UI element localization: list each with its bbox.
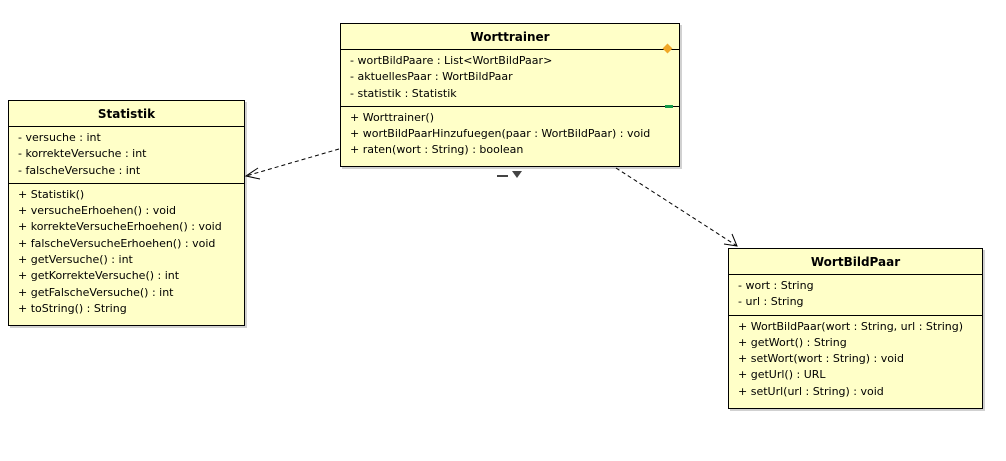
class-name: Worttrainer [341, 24, 679, 50]
operation: + setUrl(url : String) : void [738, 384, 884, 398]
operation: + getVersuche() : int [18, 253, 133, 267]
dependency-worttrainer-wortbildpaar[interactable] [615, 167, 738, 247]
attribute: - wort : String [738, 279, 814, 292]
attribute: - korrekteVersuche : int [18, 147, 147, 161]
attribute: - versuche : int [18, 131, 101, 144]
operation: + WortBildPaar(wort : String, url : Stri… [738, 319, 964, 333]
attribute: - aktuellesPaar : WortBildPaar [350, 70, 513, 84]
open-arrowhead-icon [244, 167, 261, 180]
compartment-marker-icon [665, 104, 673, 108]
operation: + toString() : String [18, 301, 127, 315]
collapse-control[interactable] [497, 171, 522, 178]
operation: + getUrl() : URL [738, 368, 826, 382]
attributes-compartment: - versuche : int - korrekteVersuche : in… [9, 127, 244, 184]
operation: + falscheVersucheErhoehen() : void [18, 236, 216, 250]
dependency-line [245, 148, 340, 177]
triangle-down-icon [512, 171, 522, 178]
operations-compartment: + WortBildPaar(wort : String, url : Stri… [729, 316, 982, 404]
operation: + setWort(wort : String) : void [738, 352, 904, 366]
class-name: WortBildPaar [729, 249, 982, 275]
attribute: - falscheVersuche : int [18, 163, 141, 177]
attributes-compartment: - wort : String - url : String [729, 275, 982, 316]
operation: + Worttrainer() [350, 110, 434, 124]
dependency-worttrainer-statistik[interactable] [244, 148, 340, 180]
attribute: - url : String [738, 295, 804, 309]
operation: + wortBildPaarHinzufuegen(paar : WortBil… [350, 127, 651, 141]
operation: + getWort() : String [738, 335, 847, 349]
dependency-line [615, 167, 738, 247]
operation: + getKorrekteVersuche() : int [18, 269, 180, 283]
operation: + versucheErhoehen() : void [18, 204, 177, 218]
operation: + raten(wort : String) : boolean [350, 143, 524, 157]
class-name: Statistik [9, 101, 244, 127]
class-box-worttrainer[interactable]: Worttrainer - wortBildPaare : List<WortB… [340, 23, 680, 167]
class-box-wortbildpaar[interactable]: WortBildPaar - wort : String - url : Str… [728, 248, 983, 409]
attribute: - statistik : Statistik [350, 86, 457, 100]
operations-compartment: + Worttrainer() + wortBildPaarHinzufuege… [341, 107, 679, 163]
open-arrowhead-icon [723, 233, 738, 247]
operation: + getFalscheVersuche() : int [18, 285, 174, 299]
operations-compartment: + Statistik() + versucheErhoehen() : voi… [9, 184, 244, 321]
attributes-compartment: - wortBildPaare : List<WortBildPaar> - a… [341, 50, 679, 108]
operation: + korrekteVersucheErhoehen() : void [18, 220, 222, 234]
operation: + Statistik() [18, 187, 85, 201]
class-box-statistik[interactable]: Statistik - versuche : int - korrekteVer… [8, 100, 245, 326]
attribute: - wortBildPaare : List<WortBildPaar> [350, 54, 553, 67]
